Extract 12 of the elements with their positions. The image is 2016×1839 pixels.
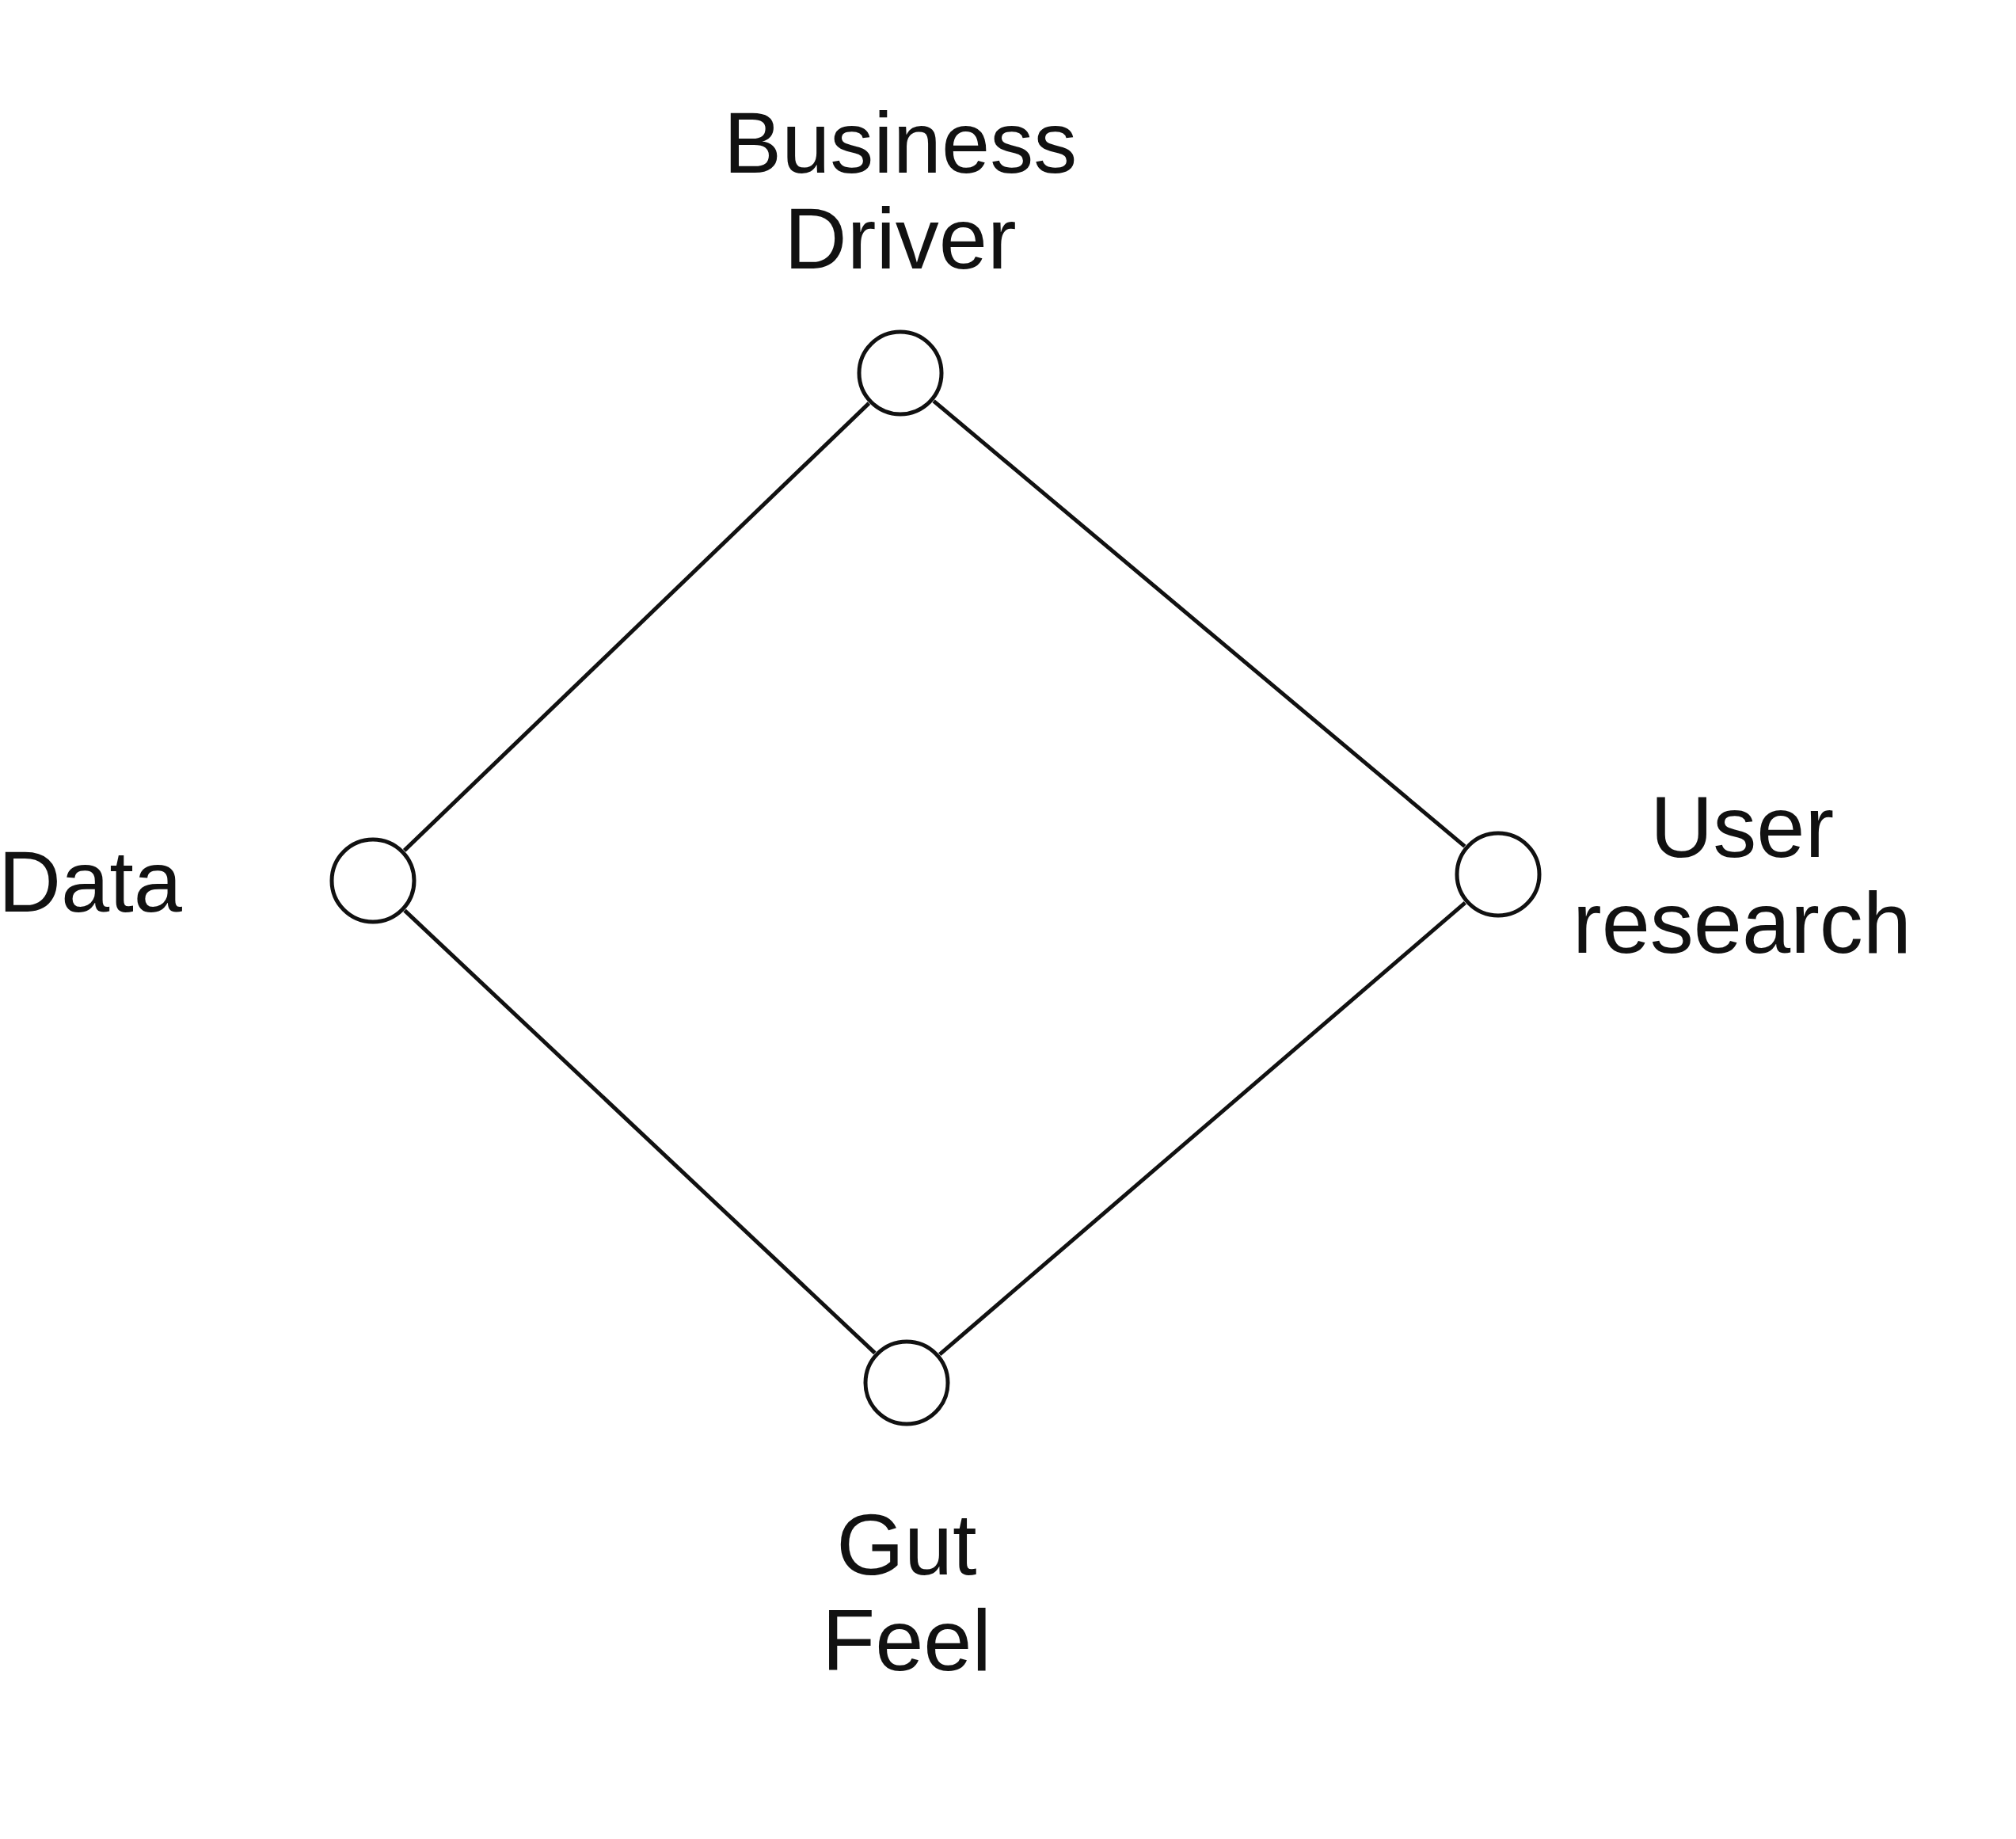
connector-line [403, 908, 877, 1355]
connector-line [932, 399, 1466, 848]
connector-line [938, 900, 1466, 1357]
node-label: Business Driver [722, 94, 1078, 286]
circle-node [329, 837, 417, 924]
circle-node [1455, 831, 1542, 918]
node-label: Gut Feel [821, 1496, 992, 1688]
circle-node [857, 329, 944, 417]
node-label: User research [1572, 779, 1912, 970]
circle-node [863, 1339, 950, 1426]
connector-line [402, 402, 871, 852]
node-label: Data [0, 832, 182, 929]
